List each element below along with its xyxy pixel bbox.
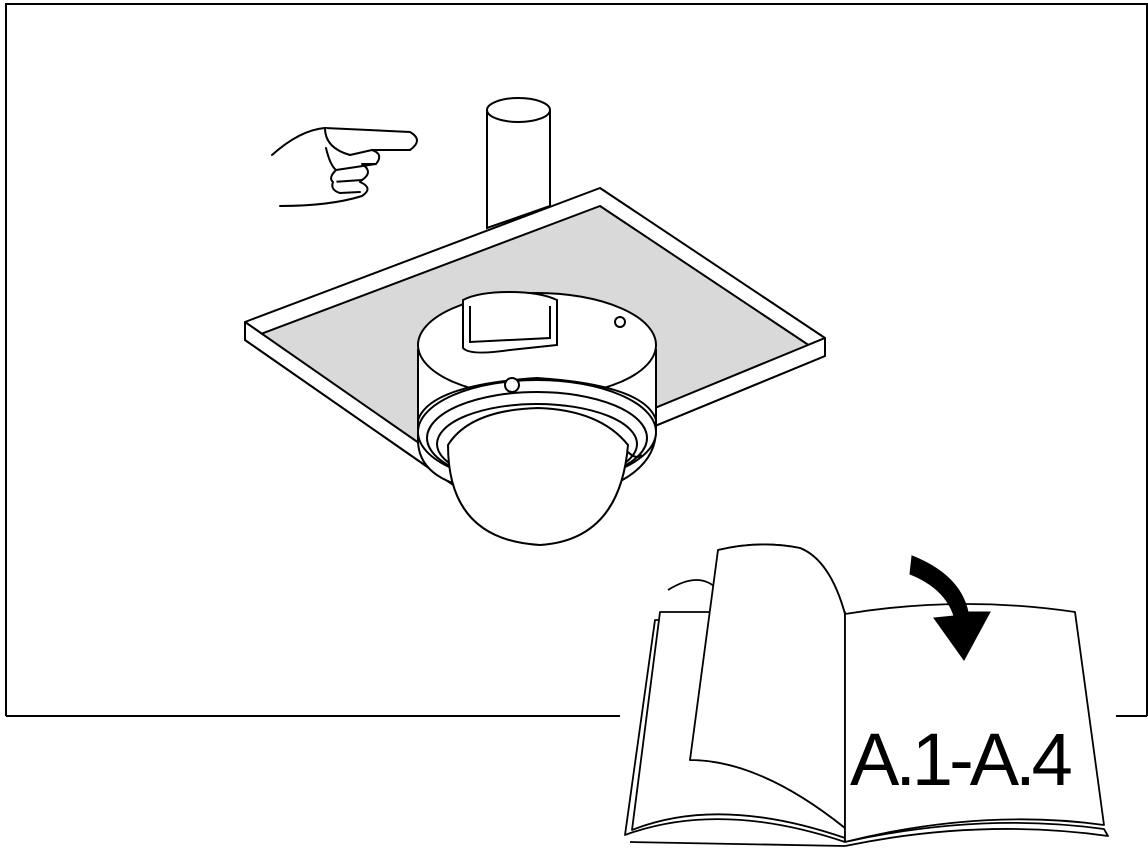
curved-down-arrow-icon: [909, 555, 991, 661]
dome-camera: [417, 290, 657, 547]
mounting-pipe: [486, 97, 551, 230]
frame-border: [5, 3, 1148, 717]
pointing-hand-icon: [271, 127, 418, 207]
manual-reference-label: A.1-A.4: [850, 718, 1071, 801]
open-manual-icon: [624, 543, 1109, 847]
